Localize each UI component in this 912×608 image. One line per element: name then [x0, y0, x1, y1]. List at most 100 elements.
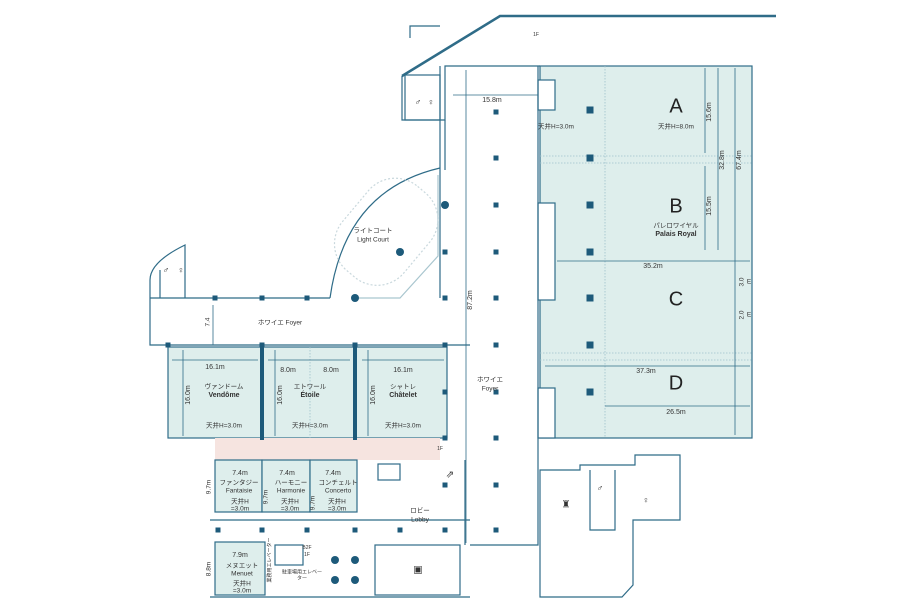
- round-column: [331, 576, 339, 584]
- service-elevator-label: 業務用エレベーター: [267, 537, 274, 583]
- chatelet-depth: 16.0m: [369, 385, 377, 405]
- foyer-en: Foyer: [481, 385, 499, 393]
- harmonie-width: 7.4m: [279, 469, 295, 477]
- door-mark-1: E: [746, 278, 752, 286]
- harmonie-ja: ハーモニー: [274, 479, 308, 487]
- column: [493, 342, 499, 348]
- lobby-en: Lobby: [411, 516, 429, 524]
- fantaisie-ja: ファンタジー: [219, 479, 259, 487]
- light-court-wall: [329, 167, 441, 299]
- light-court-en: Light Court: [357, 236, 389, 244]
- concerto-depth: 9.7m: [309, 495, 317, 511]
- fantaisie-ceiling: 天井H: [231, 498, 249, 506]
- menuet-ceiling: 天井H: [233, 580, 251, 588]
- column: [493, 109, 499, 115]
- restroom-icon: ♀: [427, 96, 435, 107]
- outer-wall: [401, 14, 776, 78]
- columns: [165, 106, 594, 584]
- etoile-width-2: 8.0m: [323, 366, 339, 374]
- restroom-icon: ♂: [414, 96, 422, 107]
- dim-a-depth: 15.6m: [705, 102, 713, 122]
- light-court-ja: ライトコート: [353, 227, 393, 235]
- hall-c-label: C: [668, 288, 684, 311]
- concerto-en: Concerto: [324, 487, 352, 495]
- grand-ballroom: [539, 65, 753, 439]
- harmonie-en: Harmonie: [276, 487, 306, 495]
- fantaisie-depth: 9.7m: [205, 479, 213, 495]
- restaurant-icon: ♜: [561, 499, 571, 511]
- concerto-width: 7.4m: [325, 469, 341, 477]
- menuet-width: 7.9m: [232, 551, 248, 559]
- column: [493, 482, 499, 488]
- stair-top-1f-label: 1F: [533, 32, 539, 39]
- etoile-ja: エトワール: [293, 383, 327, 391]
- column: [165, 342, 171, 348]
- hall-name-ja: パレロワイヤル: [653, 222, 699, 230]
- concerto-ceiling: 天井H: [328, 498, 346, 506]
- column: [586, 106, 594, 114]
- hall-side-ceiling: 天井H=3.0m: [538, 123, 574, 131]
- corridor: [215, 438, 440, 460]
- dim-width-d: 37.3m: [636, 367, 656, 375]
- stair-1f-label: 1F: [437, 446, 443, 453]
- door-mark-2: E: [746, 311, 752, 319]
- parking-elevator-label: 駐車場用エレベーター: [282, 569, 323, 581]
- vendome-ceiling: 天井H=3.0m: [206, 422, 242, 430]
- b2f-label: B2F: [302, 545, 312, 552]
- fantaisie-ceiling-value: =3.0m: [230, 505, 250, 513]
- column: [304, 295, 310, 301]
- round-column: [351, 556, 359, 564]
- column: [493, 202, 499, 208]
- foyer-length: 87.2m: [466, 290, 474, 310]
- column: [442, 482, 448, 488]
- column: [442, 249, 448, 255]
- hall-b-label: B: [669, 195, 683, 218]
- dim-width-d2: 26.5m: [666, 408, 686, 416]
- harmonie-ceiling: 天井H: [281, 498, 299, 506]
- etoile-en: Étoile: [300, 391, 320, 399]
- restroom-icon: ♀: [177, 264, 185, 275]
- etoile-depth: 16.0m: [276, 385, 284, 405]
- restroom-icon: ♂: [162, 264, 170, 275]
- etoile-width-1: 8.0m: [280, 366, 296, 374]
- column: [442, 342, 448, 348]
- menuet-depth: 8.8m: [205, 561, 213, 577]
- harmonie-depth: 9.7m: [262, 489, 270, 505]
- left-foyer-dim: 7.4: [204, 317, 212, 327]
- column: [442, 389, 448, 395]
- column: [442, 527, 448, 533]
- 1f-label: 1F: [304, 552, 310, 559]
- concerto-ceiling-value: =3.0m: [327, 505, 347, 513]
- round-column: [441, 201, 449, 209]
- menuet-ja: メヌエット: [225, 562, 259, 570]
- column: [586, 294, 594, 302]
- column: [304, 527, 310, 533]
- column: [586, 341, 594, 349]
- dim-total-depth: 67.4m: [735, 150, 743, 170]
- fantaisie-width: 7.4m: [232, 469, 248, 477]
- column: [215, 527, 221, 533]
- hall-a-ceiling: 天井H=8.0m: [658, 123, 694, 131]
- hall-name-en: Palais Royal: [655, 230, 697, 238]
- column: [212, 295, 218, 301]
- harmonie-ceiling-value: =3.0m: [280, 505, 300, 513]
- concerto-ja: コンチェルト: [318, 479, 358, 487]
- menuet-en: Menuet: [231, 570, 253, 578]
- round-column: [351, 576, 359, 584]
- fantaisie-en: Fantaisie: [225, 487, 253, 495]
- column: [259, 342, 265, 348]
- hall-d-label: D: [668, 372, 684, 395]
- column: [586, 248, 594, 256]
- column: [586, 154, 594, 162]
- column: [493, 527, 499, 533]
- chatelet-width: 16.1m: [393, 366, 413, 374]
- hall-a-label: A: [669, 95, 683, 118]
- menuet-ceiling-value: =3.0m: [232, 587, 252, 595]
- column: [586, 388, 594, 396]
- vendome-depth: 16.0m: [184, 385, 192, 405]
- dim-door-1: 3.0: [738, 277, 746, 287]
- vendome-en: Vendôme: [208, 391, 240, 399]
- foyer-width: 15.8m: [482, 96, 502, 104]
